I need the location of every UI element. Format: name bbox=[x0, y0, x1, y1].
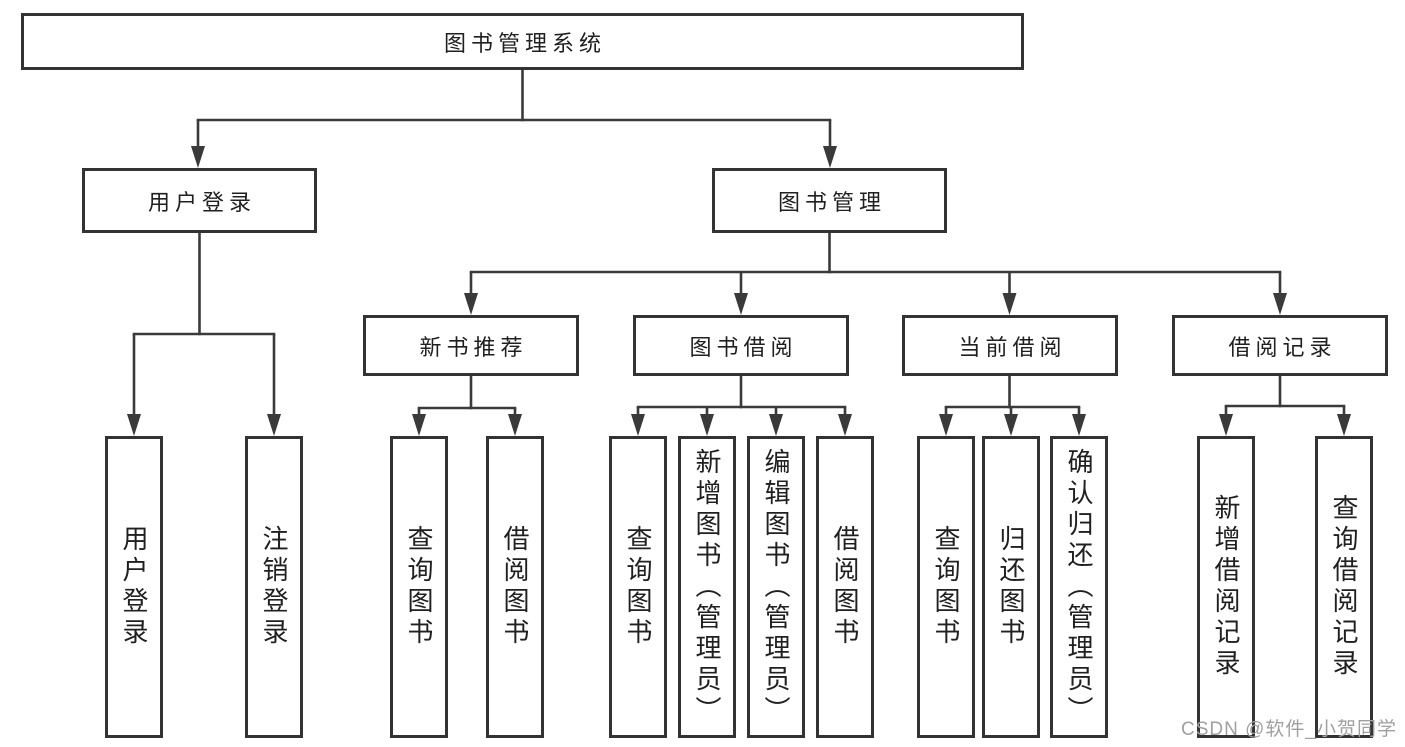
leaf-user-login: 用户登录 bbox=[105, 436, 163, 738]
leaf-query-books-borrow: 查询图书 bbox=[609, 436, 667, 738]
node-book-borrow: 图书借阅 bbox=[633, 315, 849, 376]
leaf-borrow-books-label: 借阅图书 bbox=[830, 525, 860, 649]
leaf-query-books-current: 查询图书 bbox=[917, 436, 975, 738]
leaf-add-books-admin-label: 新增图书（管理员） bbox=[692, 447, 722, 727]
connector-book-management-to-level3 bbox=[464, 233, 1287, 315]
node-user-login-label: 用户登录 bbox=[147, 189, 256, 215]
node-book-management: 图书管理 bbox=[712, 168, 947, 233]
leaf-query-borrow-record: 查询借阅记录 bbox=[1315, 436, 1373, 738]
node-book-borrow-label: 图书借阅 bbox=[689, 334, 798, 360]
node-library-management-system: 图书管理系统 bbox=[21, 13, 1024, 70]
leaf-borrow-books-recommend-label: 借阅图书 bbox=[500, 525, 530, 649]
leaf-add-borrow-record-label: 新增借阅记录 bbox=[1211, 494, 1241, 680]
node-borrow-records: 借阅记录 bbox=[1172, 315, 1388, 376]
leaf-confirm-return-admin: 确认归还（管理员） bbox=[1050, 436, 1108, 738]
node-user-login: 用户登录 bbox=[82, 168, 317, 233]
leaf-logout-login-label: 注销登录 bbox=[259, 525, 289, 649]
leaf-query-borrow-record-label: 查询借阅记录 bbox=[1329, 494, 1359, 680]
csdn-watermark: CSDN @软件_小贺同学 bbox=[1181, 719, 1397, 740]
connector-root-to-level2 bbox=[191, 69, 837, 168]
leaf-borrow-books-recommend: 借阅图书 bbox=[486, 436, 544, 738]
leaf-add-borrow-record: 新增借阅记录 bbox=[1197, 436, 1255, 738]
leaf-return-books-label: 归还图书 bbox=[996, 525, 1026, 649]
node-borrow-records-label: 借阅记录 bbox=[1228, 334, 1337, 360]
connector-book-borrow-to-leaves bbox=[631, 376, 852, 436]
node-new-book-recommend: 新书推荐 bbox=[363, 315, 579, 376]
leaf-add-books-admin: 新增图书（管理员） bbox=[678, 436, 736, 738]
connector-borrow-records-to-leaves bbox=[1219, 376, 1351, 436]
leaf-logout-login: 注销登录 bbox=[245, 436, 303, 738]
node-library-management-system-label: 图书管理系统 bbox=[443, 30, 606, 56]
connector-user-login-to-leaves bbox=[127, 233, 281, 436]
connector-current-borrow-to-leaves bbox=[939, 376, 1086, 436]
leaf-edit-books-admin: 编辑图书（管理员） bbox=[747, 436, 805, 738]
leaf-query-books-recommend-label: 查询图书 bbox=[404, 525, 434, 649]
connector-new-book-recommend-to-leaves bbox=[412, 376, 522, 436]
node-current-borrow: 当前借阅 bbox=[902, 315, 1118, 376]
leaf-borrow-books: 借阅图书 bbox=[816, 436, 874, 738]
node-book-management-label: 图书管理 bbox=[777, 189, 886, 215]
leaf-query-books-current-label: 查询图书 bbox=[931, 525, 961, 649]
leaf-user-login-label: 用户登录 bbox=[119, 525, 149, 649]
node-new-book-recommend-label: 新书推荐 bbox=[419, 334, 528, 360]
node-current-borrow-label: 当前借阅 bbox=[958, 334, 1067, 360]
leaf-query-books-recommend: 查询图书 bbox=[390, 436, 448, 738]
leaf-query-books-borrow-label: 查询图书 bbox=[623, 525, 653, 649]
leaf-confirm-return-admin-label: 确认归还（管理员） bbox=[1064, 447, 1094, 727]
leaf-edit-books-admin-label: 编辑图书（管理员） bbox=[761, 447, 791, 727]
leaf-return-books: 归还图书 bbox=[982, 436, 1040, 738]
